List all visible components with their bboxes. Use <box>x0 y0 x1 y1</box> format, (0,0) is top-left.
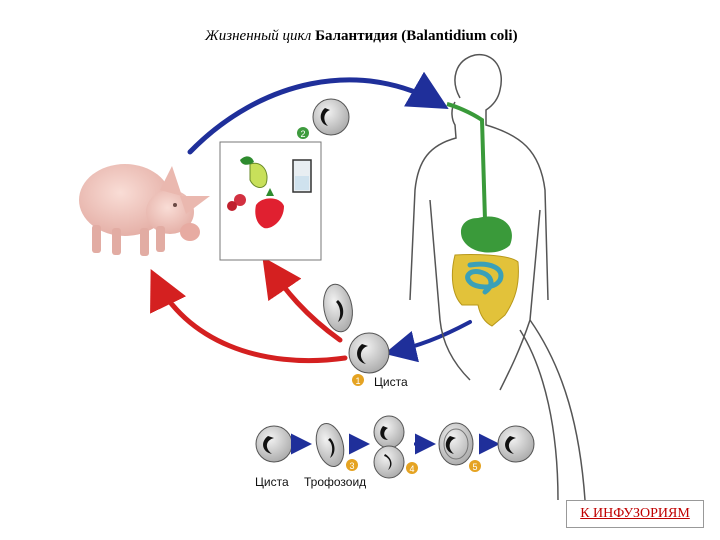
title-part1: Жизненный цикл <box>205 28 312 44</box>
bottom-cyst <box>255 425 293 463</box>
human-silhouette <box>409 54 586 501</box>
pig-illustration <box>79 164 210 256</box>
encysting-cell <box>438 422 474 466</box>
food-box <box>219 141 322 261</box>
cyst-label: Циста <box>374 375 408 389</box>
cyst-bottom-label: Циста <box>255 475 289 489</box>
svg-text:5: 5 <box>472 462 477 472</box>
stage-badge-1: 1 <box>352 374 364 386</box>
cyst-stage1 <box>348 332 390 374</box>
bottom-trophozoite <box>315 422 345 468</box>
svg-text:1: 1 <box>355 376 360 386</box>
cyst-stage2 <box>312 98 350 136</box>
svg-text:4: 4 <box>409 464 414 474</box>
digestive-tract <box>446 102 519 327</box>
return-arrow-pig <box>150 269 348 364</box>
title-part2: Балантидия (Balantidium coli) <box>315 28 518 44</box>
stage-badge-4: 4 <box>406 462 418 474</box>
back-to-infusoria-link[interactable]: К ИНФУЗОРИЯМ <box>566 500 704 528</box>
dividing-cell <box>373 415 405 479</box>
excretion-arrow <box>384 320 472 363</box>
stage-badge-2: 2 <box>297 127 309 139</box>
svg-text:3: 3 <box>349 461 354 471</box>
return-arrow-food <box>262 256 343 343</box>
infection-arrow <box>187 71 449 155</box>
stage-badge-3: 3 <box>346 459 358 471</box>
stage-badge-5: 5 <box>469 460 481 472</box>
trophozoite-middle <box>323 283 353 333</box>
final-cyst <box>497 425 535 463</box>
page-title: Жизненный цикл Балантидия (Balantidium c… <box>205 28 518 45</box>
trophozoite-label: Трофозоид <box>304 475 367 489</box>
svg-text:2: 2 <box>300 129 305 139</box>
